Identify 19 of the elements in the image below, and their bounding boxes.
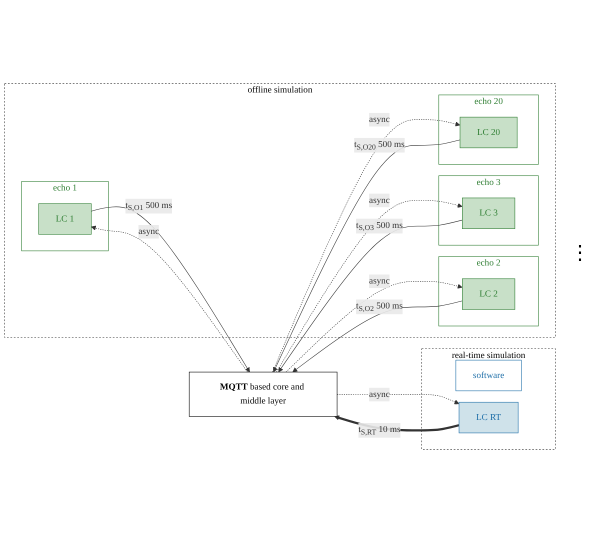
edge-label: t$_{S,O3}$ 500 ms [356,220,403,232]
edge-label: async [369,114,390,124]
edge-label: async [369,276,390,286]
node-box: MQTT based core and middle layer [188,372,338,417]
edge-label: async [138,226,160,236]
edge-label: t$_{S,O1}$ 500 ms [125,200,172,212]
arrow [336,394,460,404]
node-box: LC 3 [462,198,516,229]
node-box: LC 1 [38,203,92,235]
node-box: software [456,360,522,392]
edge-label: async [369,389,390,400]
edge-label: t$_{S,O2}$ 500 ms [356,301,403,313]
edge-label: async [369,195,390,206]
ellipsis-note: ⋮ [570,241,590,265]
node-box: LC 20 [460,116,518,148]
node-box: LC RT [458,402,518,434]
edge-label: t$_{S,RT}$ 10 ms [358,424,400,436]
node-box: LC 2 [462,278,516,310]
edge-label: t$_{S,O20}$ 500 ms [354,140,405,152]
